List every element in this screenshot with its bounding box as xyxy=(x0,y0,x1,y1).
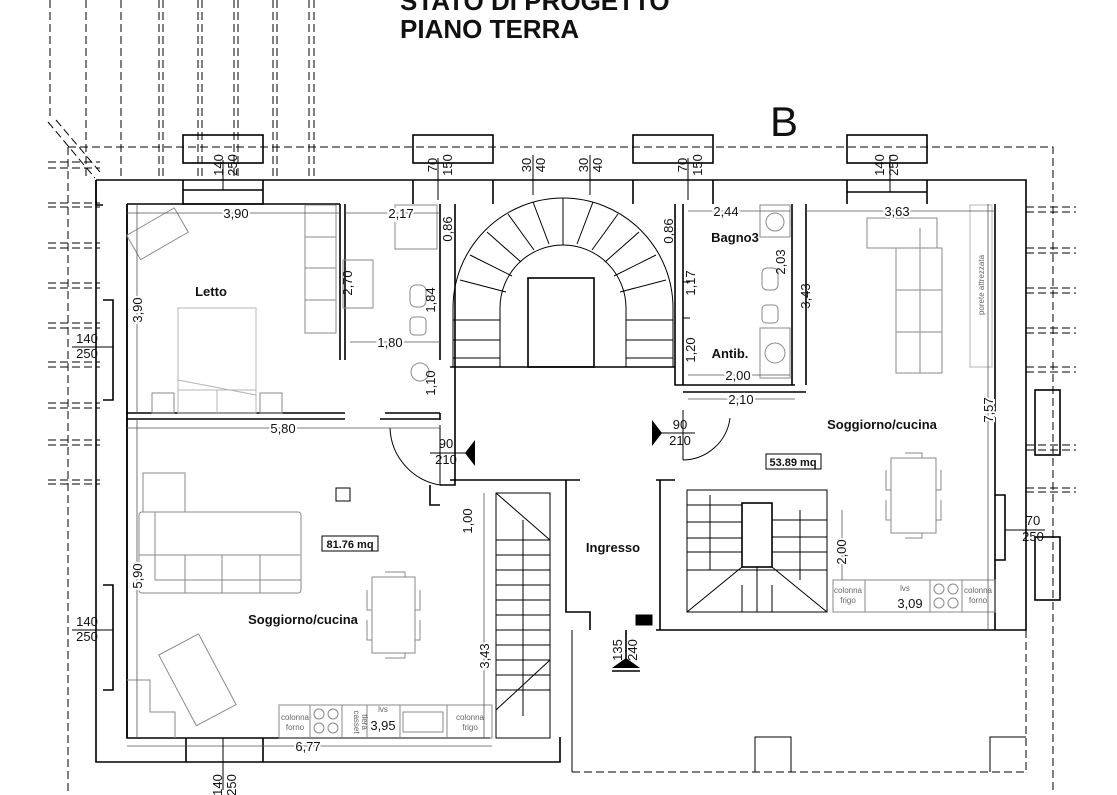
dim-label: 7,57 xyxy=(981,397,996,422)
dim-label: 1,00 xyxy=(460,508,475,533)
opening-h: 250 xyxy=(886,154,901,176)
opening-w: 135 xyxy=(610,639,625,661)
dimension-lines xyxy=(127,204,995,747)
room-bagno3: Bagno3 xyxy=(711,230,759,245)
title-line2: PIANO TERRA xyxy=(400,14,579,44)
dim-label: 2,00 xyxy=(725,368,750,383)
room-soggiorno-left: Soggiorno/cucina xyxy=(248,612,359,627)
title-line1: STATO DI PROGETTO xyxy=(400,0,670,16)
dim-label: 1,17 xyxy=(683,270,698,295)
label-colonna: colonna xyxy=(964,586,993,595)
opening-h: 150 xyxy=(440,154,455,176)
opening-w: 70 xyxy=(425,158,440,172)
door-w: 90 xyxy=(439,436,453,451)
dimension-labels: 3,90 2,17 0,86 2,70 1,84 1,80 1,10 3,90 … xyxy=(128,202,998,756)
doors xyxy=(389,410,731,672)
dim-label: 2,03 xyxy=(773,249,788,274)
dim-label: 3,43 xyxy=(477,643,492,668)
dim-label: 3,95 xyxy=(370,718,395,733)
opening-h: 40 xyxy=(590,158,605,172)
dim-letto-height: 3,90 xyxy=(130,297,145,322)
kitchen-right: colonna frigo colonna forno lvs xyxy=(832,579,996,613)
spiral-staircase xyxy=(452,197,674,368)
window-boxes xyxy=(182,134,1061,601)
kitchen-left: colonna forno casset tiera lvs colonna f… xyxy=(278,704,493,739)
furniture: porete attrezzata xyxy=(125,204,993,738)
dim-label: 1,84 xyxy=(423,287,438,312)
door-w: 90 xyxy=(673,417,687,432)
dim-label: 2,70 xyxy=(340,270,355,295)
right-staircase xyxy=(686,489,828,613)
opening-h: 150 xyxy=(690,154,705,176)
opening-h: 250 xyxy=(76,629,98,644)
left-staircase xyxy=(495,492,551,739)
opening-w: 70 xyxy=(675,158,690,172)
room-ingresso: Ingresso xyxy=(586,540,640,555)
label-forno: forno xyxy=(969,596,988,605)
dim-bath-width: 2,17 xyxy=(388,206,413,221)
opening-h: 250 xyxy=(1022,529,1044,544)
section-marker: B xyxy=(770,98,798,145)
walls xyxy=(95,179,1027,763)
dim-label: 1,80 xyxy=(377,335,402,350)
room-soggiorno-right: Soggiorno/cucina xyxy=(827,417,938,432)
dim-label: 5,90 xyxy=(130,563,145,588)
dim-label: 3,63 xyxy=(884,204,909,219)
room-antibagno: Antib. xyxy=(712,346,749,361)
dim-label: 1,20 xyxy=(683,337,698,362)
dim-label: 0,86 xyxy=(661,218,676,243)
opening-w: 30 xyxy=(576,158,591,172)
opening-w: 140 xyxy=(210,774,225,795)
dim-label: 3,09 xyxy=(897,596,922,611)
opening-w: 140 xyxy=(872,154,887,176)
opening-w: 70 xyxy=(1026,513,1040,528)
opening-h: 240 xyxy=(625,639,640,661)
door-h: 210 xyxy=(435,452,457,467)
label-tiera: tiera xyxy=(360,714,369,730)
opening-w: 140 xyxy=(76,331,98,346)
label-colonna: colonna xyxy=(281,713,310,722)
dim-label: 2,44 xyxy=(713,204,738,219)
dim-label: 2,10 xyxy=(728,392,753,407)
dim-label: 2,00 xyxy=(834,539,849,564)
opening-h: 250 xyxy=(76,346,98,361)
area-left: 81.76 mq xyxy=(326,539,373,551)
opening-w: 140 xyxy=(211,154,226,176)
label-forno: forno xyxy=(286,723,305,732)
label-lvs: lvs xyxy=(900,584,910,593)
opening-h: 40 xyxy=(533,158,548,172)
dim-label: 6,77 xyxy=(295,739,320,754)
opening-h: 250 xyxy=(225,154,240,176)
label-colonna: colonna xyxy=(834,586,863,595)
label-frigo: frigo xyxy=(840,596,856,605)
dim-label: 5,80 xyxy=(270,421,295,436)
room-letto: Letto xyxy=(195,284,227,299)
area-box xyxy=(321,535,379,552)
label-colonna: colonna xyxy=(456,713,485,722)
door-h: 210 xyxy=(669,433,691,448)
parete-attrezzata-label: porete attrezzata xyxy=(977,254,986,315)
opening-labels: 140 250 70 150 30 40 30 40 70 150 140 25… xyxy=(72,154,1045,795)
label-lvs: lvs xyxy=(378,705,388,714)
room-labels: Letto Bagno3 Antib. Soggiorno/cucina Sog… xyxy=(195,230,938,627)
opening-w: 140 xyxy=(76,614,98,629)
dim-letto-width: 3,90 xyxy=(223,206,248,221)
construction-lines xyxy=(47,0,1076,795)
label-casset: casset xyxy=(352,710,361,734)
label-frigo: frigo xyxy=(462,723,478,732)
opening-h: 250 xyxy=(224,774,239,795)
dim-label: 0,86 xyxy=(440,216,455,241)
dim-label: 3,43 xyxy=(798,283,813,308)
opening-w: 30 xyxy=(519,158,534,172)
area-right: 53.89 mq xyxy=(769,457,816,469)
dim-label: 1,10 xyxy=(423,370,438,395)
area-box xyxy=(765,453,822,470)
